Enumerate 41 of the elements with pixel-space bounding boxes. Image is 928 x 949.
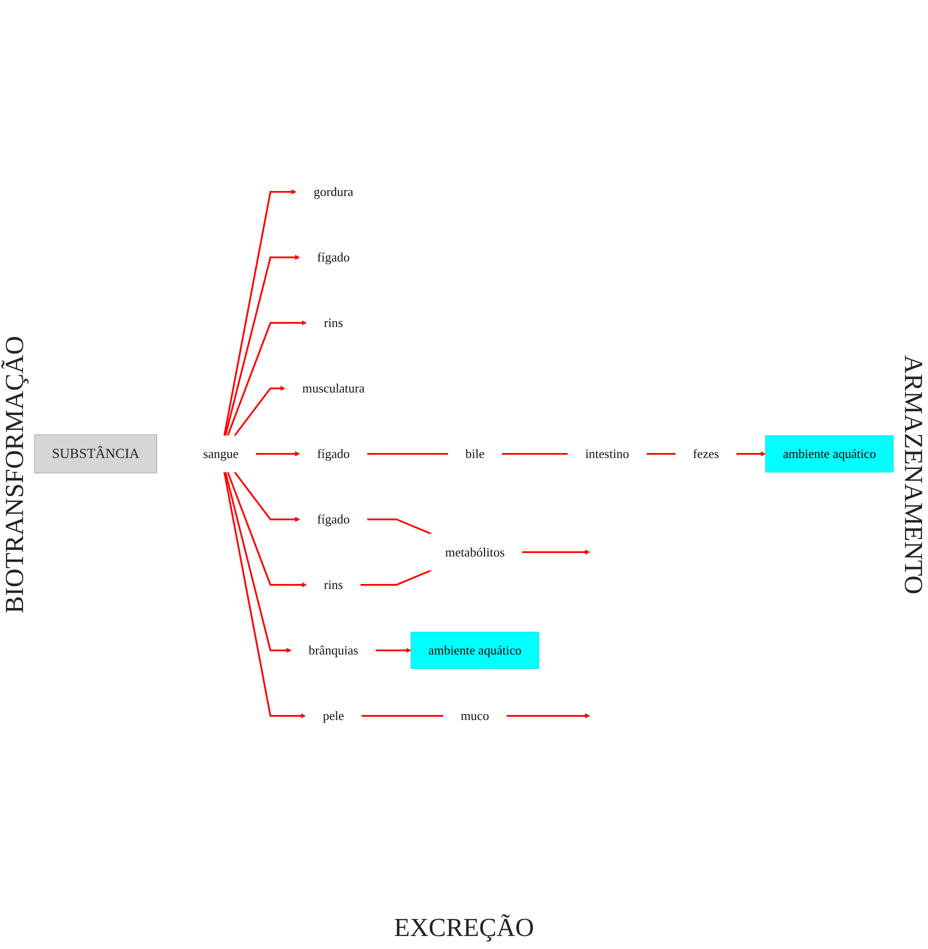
arrow <box>506 712 590 718</box>
section-label: ARMAZENAMENTO <box>898 354 928 594</box>
section-label: EXCREÇÃO <box>392 912 536 944</box>
node-text: rins <box>324 577 344 592</box>
node-text: fígado <box>317 512 350 526</box>
node-text: gordura <box>314 184 354 199</box>
arrow <box>226 320 307 436</box>
node-text: pele <box>322 708 344 723</box>
connector <box>367 452 448 454</box>
arrow <box>223 472 306 718</box>
node-text: fígado <box>317 250 350 264</box>
arrow <box>223 188 296 436</box>
arrow <box>234 385 286 436</box>
node-text: metabólitos <box>445 544 505 559</box>
flow-diagram: SUBSTÂNCIA sangue gordura fígado rins musculatura fígado rins metabólitos pele muco brânquias ambiente aquático fígado bile intestino fezes ambiente aquático <box>30 168 898 738</box>
arrow <box>234 471 300 522</box>
node-text: musculatura <box>302 380 365 396</box>
node-text: brânquias <box>308 642 358 658</box>
connector <box>367 518 432 534</box>
connector <box>646 452 676 454</box>
node-text: fígado <box>317 446 350 461</box>
node-box <box>410 631 540 669</box>
node-text: fezes <box>692 446 720 461</box>
arrow <box>736 450 766 456</box>
arrow <box>376 647 412 653</box>
node-text: muco <box>460 708 490 723</box>
arrow <box>256 450 300 456</box>
connector <box>360 569 432 586</box>
node-text: sangue <box>203 446 239 461</box>
node-text: intestino <box>585 446 630 461</box>
node-box <box>34 434 158 473</box>
arrow <box>224 254 300 436</box>
connector <box>361 714 444 716</box>
connector <box>502 452 568 454</box>
arrow <box>522 549 590 554</box>
node-box <box>765 434 894 472</box>
node-text: bile <box>465 446 484 461</box>
arrow <box>224 472 292 653</box>
section-label: BIOTRANSFORMAÇÃO <box>0 336 30 614</box>
node-text: rins <box>324 315 344 330</box>
arrow <box>226 471 307 588</box>
